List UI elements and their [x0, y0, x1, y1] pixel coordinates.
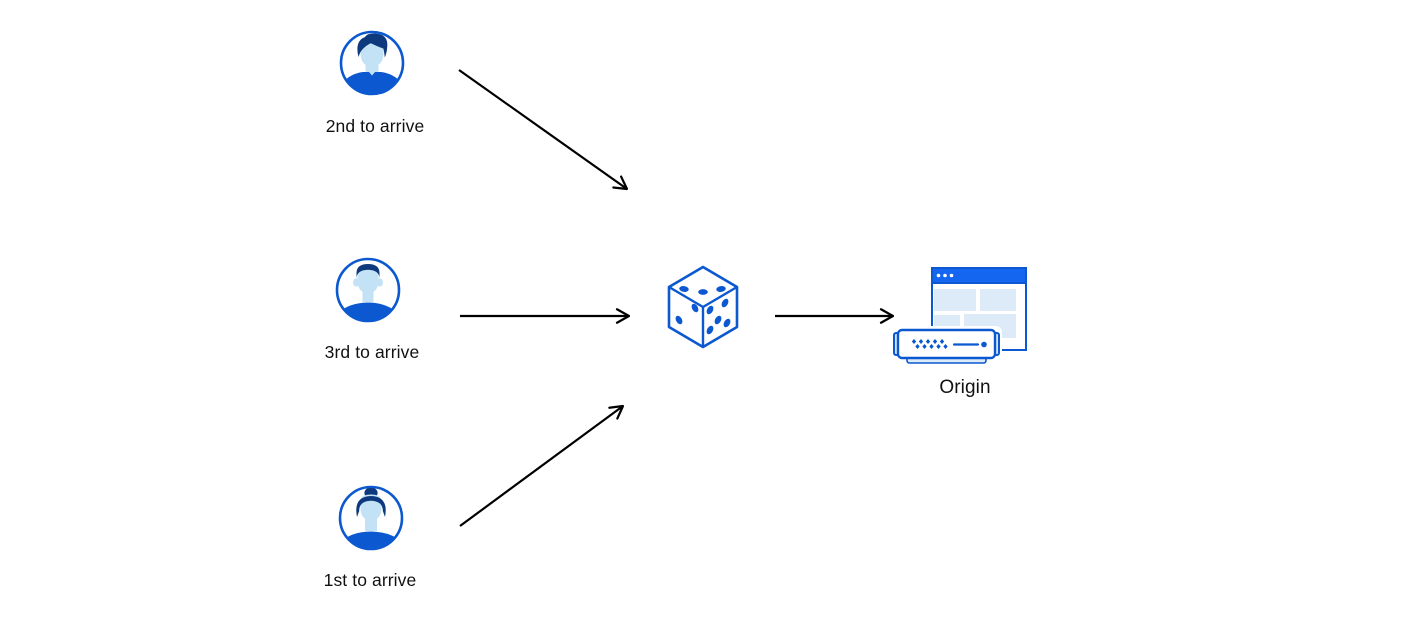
female-user-bun-avatar-icon: [338, 485, 404, 551]
arrow-client1-to-dice: [459, 406, 623, 527]
client-label-1st: 1st to arrive: [323, 570, 417, 590]
server-vent-pattern: [911, 339, 948, 349]
origin-server-browser-icon: [892, 267, 1027, 366]
client-label-2nd: 2nd to arrive: [325, 116, 425, 136]
origin-label: Origin: [939, 377, 991, 398]
male-user-short-hair-avatar-icon: [335, 257, 401, 323]
client-label-3rd: 3rd to arrive: [324, 342, 420, 362]
dice-icon: [667, 265, 739, 349]
male-user-pompadour-avatar-icon: [339, 30, 405, 96]
arrow-client2-to-dice: [458, 69, 627, 189]
